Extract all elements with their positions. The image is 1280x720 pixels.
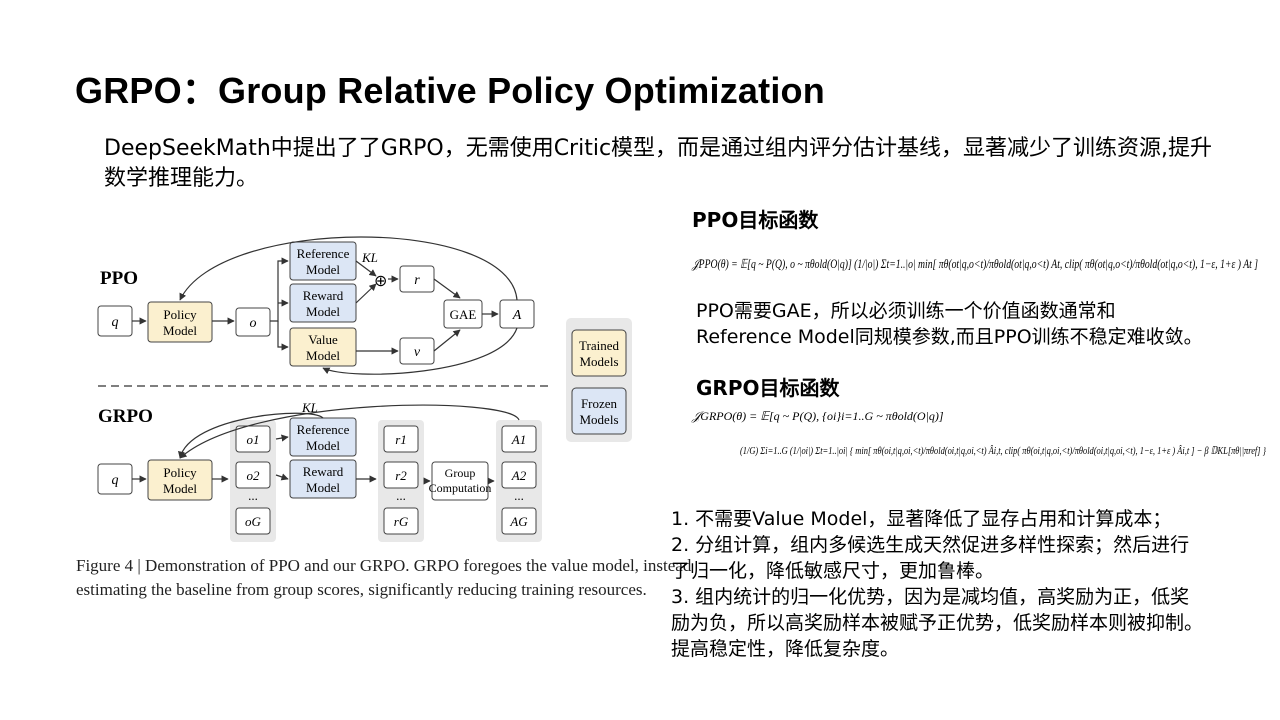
grpo-heading: GRPO目标函数	[696, 376, 840, 400]
grpo-formula-line-2: (1/G) Σi=1..G (1/|oi|) Σt=1..|oi| { min[…	[740, 445, 1266, 457]
legend-trained	[571, 329, 627, 377]
grpo-r-dots: ...	[396, 488, 406, 503]
caption-line-1: Figure 4 | Demonstration of PPO and our …	[76, 556, 692, 575]
grpo-ref-text-2: Model	[306, 438, 340, 453]
caption-line-2: estimating the baseline from group score…	[76, 580, 647, 599]
grpo-r2-box	[383, 461, 419, 489]
grpo-ag-box	[501, 507, 537, 535]
ppo-value-model	[289, 327, 357, 367]
legend-frozen-text-1: Frozen	[581, 396, 618, 411]
ppo-r-text: r	[414, 273, 420, 288]
grpo-reward-text-2: Model	[306, 480, 340, 495]
grpo-r1-text: r1	[395, 432, 407, 447]
ppo-ref-text-1: Reference	[297, 246, 350, 261]
grpo-policy-text-2: Model	[163, 481, 197, 496]
ppo-reward-text-2: Model	[306, 304, 340, 319]
ppo-note-line-2: Reference Model同规模参数,而且PPO训练不稳定难收敛。	[696, 326, 1203, 348]
grpo-o1-text: o1	[247, 432, 260, 447]
grpo-a2-box	[501, 461, 537, 489]
ppo-v-text: v	[414, 345, 421, 360]
ppo-value-text-2: Model	[306, 348, 340, 363]
ppo-plus-sign: ⊕	[374, 273, 387, 290]
ppo-gae-text: GAE	[450, 307, 477, 322]
point-line-1: 1. 不需要Value Model，显著降低了显存占用和计算成本；	[671, 508, 1172, 530]
ppo-reward-text-1: Reward	[303, 288, 344, 303]
grpo-formula-svg: 𝒥GRPO(θ) = 𝔼[q ~ P(Q), {oi}i=1..G ~ πθol…	[691, 409, 1266, 457]
grpo-og-box	[235, 507, 271, 535]
grpo-policy-text-1: Policy	[163, 465, 197, 480]
point-line-4: 3. 组内统计的归一化优势，因为是减均值，高奖励为正，低奖	[671, 586, 1190, 608]
ppo-policy-text-1: Policy	[163, 307, 197, 322]
grpo-o-dots: ...	[248, 488, 258, 503]
grpo-ref-text-1: Reference	[297, 422, 350, 437]
grpo-formula-line-1: 𝒥GRPO(θ) = 𝔼[q ~ P(Q), {oi}i=1..G ~ πθol…	[691, 409, 944, 423]
grpo-o2-text: o2	[247, 468, 261, 483]
ppo-grpo-diagram: PPO q Policy Model o Reference Model Rew…	[70, 226, 691, 616]
ppo-o-text: o	[250, 316, 257, 331]
grpo-group-text-2: Computation	[429, 481, 492, 495]
ppo-q-text: q	[112, 315, 119, 330]
point-line-6: 提高稳定性，降低复杂度。	[671, 638, 900, 660]
grpo-policy-model	[147, 459, 213, 501]
grpo-o1-box	[235, 425, 271, 453]
grpo-row-label: GRPO	[98, 406, 153, 427]
ppo-arrows	[132, 236, 518, 375]
legend-trained-text-2: Models	[580, 354, 619, 369]
ppo-row-label: PPO	[100, 268, 138, 289]
grpo-og-text: oG	[245, 514, 262, 529]
ppo-heading: PPO目标函数	[692, 208, 819, 232]
grpo-formula: 𝒥GRPO(θ) = 𝔼[q ~ P(Q), {oi}i=1..G ~ πθol…	[690, 404, 1270, 481]
intro-text: DeepSeekMath中提出了了GRPO，无需使用Critic模型，而是通过组…	[104, 136, 1213, 191]
grpo-ag-text: AG	[509, 514, 528, 529]
grpo-arrows	[132, 404, 520, 485]
legend-frozen-text-2: Models	[580, 412, 619, 427]
grpo-rg-text: rG	[394, 514, 409, 529]
ppo-note-line-1: PPO需要GAE，所以必须训练一个价值函数通常和	[696, 300, 1116, 322]
ppo-policy-model	[147, 301, 213, 343]
grpo-a1-box	[501, 425, 537, 453]
grpo-r1-box	[383, 425, 419, 453]
legend-trained-text-1: Trained	[579, 338, 619, 353]
ppo-policy-text-2: Model	[163, 323, 197, 338]
grpo-a1-text: A1	[511, 432, 526, 447]
ppo-value-text-1: Value	[308, 332, 338, 347]
point-line-2: 2. 分组计算，组内多候选生成天然促进多样性探索；然后进行	[671, 534, 1190, 556]
grpo-reward-text-1: Reward	[303, 464, 344, 479]
grpo-group-text-1: Group	[445, 466, 476, 480]
figure-caption: Figure 4 | Demonstration of PPO and our …	[76, 554, 692, 602]
grpo-q-text: q	[112, 473, 119, 488]
legend-frozen	[571, 387, 627, 435]
ppo-formula-svg: 𝒥PPO(θ) = 𝔼[q ~ P(Q), o ~ πθold(O|q)] (1…	[691, 257, 1258, 271]
grpo-r2-text: r2	[395, 468, 407, 483]
ppo-ref-text-2: Model	[306, 262, 340, 277]
diagram-svg: PPO q Policy Model o Reference Model Rew…	[97, 236, 632, 542]
ppo-o-box	[235, 307, 271, 337]
grpo-kl-label: KL	[301, 400, 318, 415]
point-line-5: 励为负，所以高奖励样本被赋予正优势，低奖励样本则被抑制。	[671, 612, 1204, 634]
ppo-kl-label: KL	[361, 250, 378, 265]
grpo-a-dots: ...	[514, 488, 524, 503]
points-list: 1. 不需要Value Model，显著降低了显存占用和计算成本； 2. 分组计…	[671, 506, 1271, 662]
point-line-3: 了归一化，降低敏感尺寸，更加鲁棒。	[671, 560, 995, 582]
grpo-a2-text: A2	[511, 468, 527, 483]
page-title: GRPO：Group Relative Policy Optimization	[75, 70, 825, 111]
ppo-formula: 𝒥PPO(θ) = 𝔼[q ~ P(Q), o ~ πθold(O|q)] (1…	[690, 236, 1262, 297]
ppo-a-text: A	[512, 308, 522, 323]
ppo-note: PPO需要GAE，所以必须训练一个价值函数通常和 Reference Model…	[696, 298, 1203, 350]
grpo-rg-box	[383, 507, 419, 535]
ppo-formula-text: 𝒥PPO(θ) = 𝔼[q ~ P(Q), o ~ πθold(O|q)] (1…	[691, 257, 1258, 271]
grpo-o2-box	[235, 461, 271, 489]
